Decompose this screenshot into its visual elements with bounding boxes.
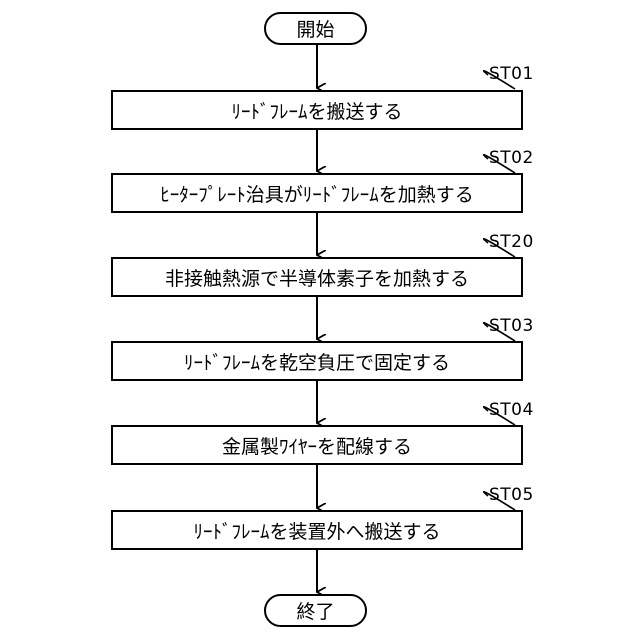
step-text-st20: 非接触熱源で半導体素子を加熱する [165,264,469,291]
step-box-st20: 非接触熱源で半導体素子を加熱する [111,257,523,297]
start-label: 開始 [296,15,334,42]
step-text-st05: ﾘｰﾄﾞﾌﾚｰﾑを装置外へ搬送する [193,517,440,544]
step-text-st04: 金属製ﾜｲﾔｰを配線する [222,432,412,459]
end-label: 終了 [296,597,334,624]
step-box-st05: ﾘｰﾄﾞﾌﾚｰﾑを装置外へ搬送する [111,510,523,550]
step-text-st03: ﾘｰﾄﾞﾌﾚｰﾑを乾空負圧で固定する [184,348,450,375]
step-id-st20: ST20 [489,232,534,252]
step-text-st01: ﾘｰﾄﾞﾌﾚｰﾑを搬送する [231,97,402,124]
start-terminal: 開始 [264,12,367,45]
step-box-st04: 金属製ﾜｲﾔｰを配線する [111,425,523,465]
step-box-st02: ﾋｰﾀｰﾌﾟﾚｰﾄ治具がﾘｰﾄﾞﾌﾚｰﾑを加熱する [111,173,523,213]
step-box-st01: ﾘｰﾄﾞﾌﾚｰﾑを搬送する [111,90,523,130]
step-id-st05: ST05 [489,485,534,505]
step-text-st02: ﾋｰﾀｰﾌﾟﾚｰﾄ治具がﾘｰﾄﾞﾌﾚｰﾑを加熱する [160,180,474,207]
step-id-st04: ST04 [489,400,534,420]
step-id-st02: ST02 [489,148,534,168]
step-id-st01: ST01 [489,64,534,84]
step-box-st03: ﾘｰﾄﾞﾌﾚｰﾑを乾空負圧で固定する [111,341,523,381]
end-terminal: 終了 [264,594,367,627]
step-id-st03: ST03 [489,316,534,336]
